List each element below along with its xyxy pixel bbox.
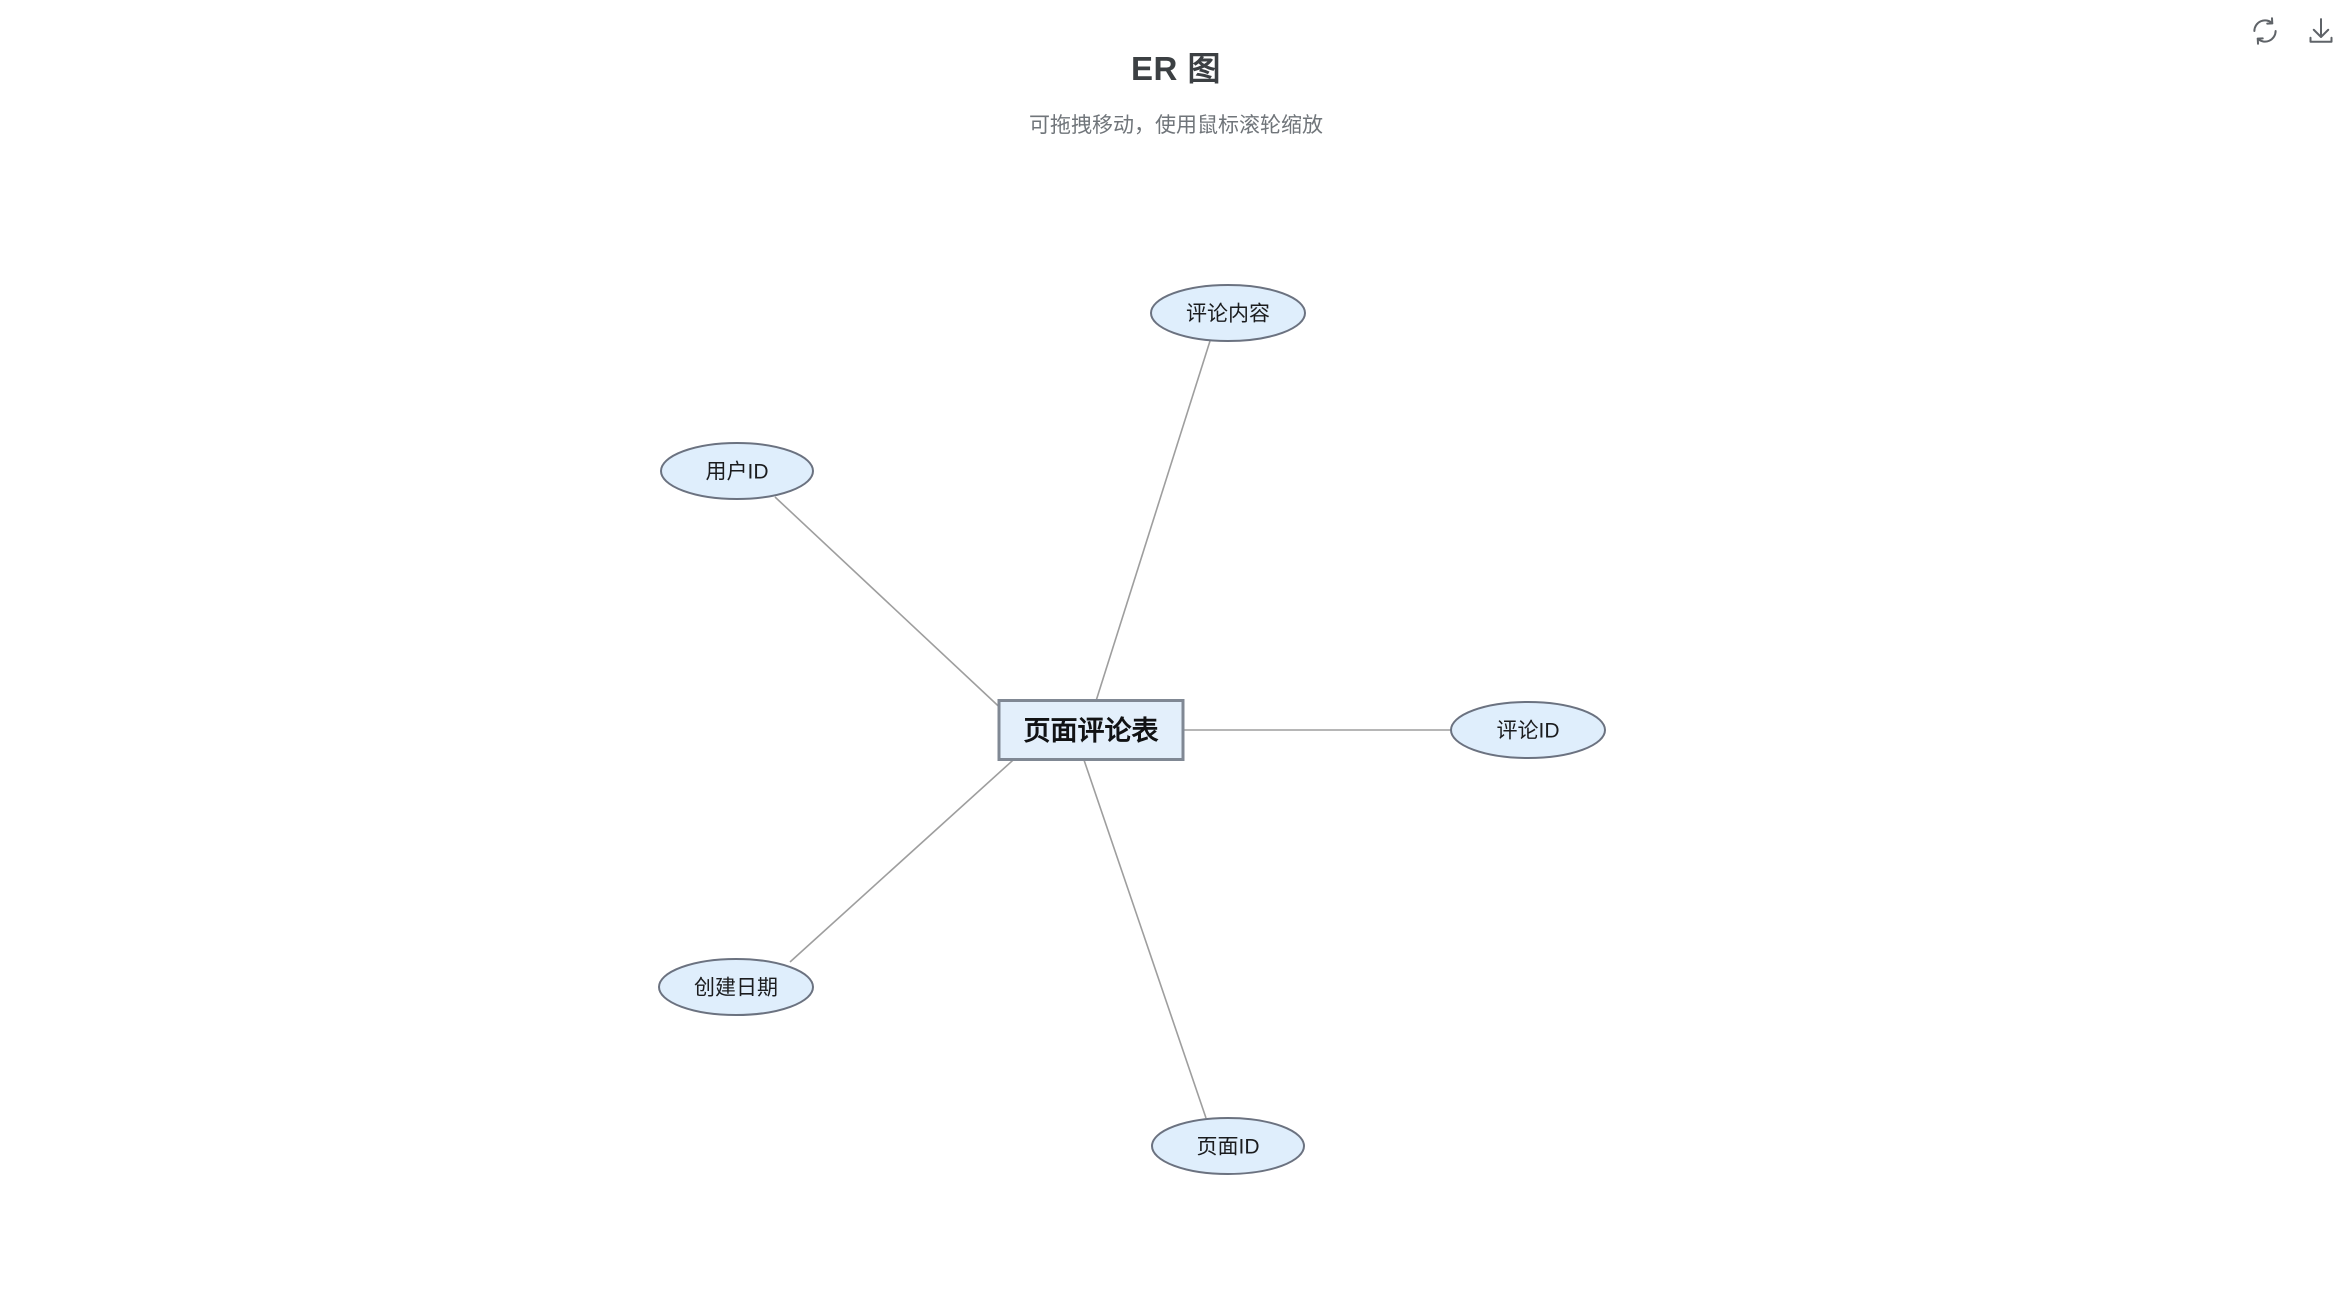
refresh-icon [2250, 16, 2280, 46]
attribute-ellipse[interactable] [1150, 284, 1306, 342]
edge-line [774, 496, 1010, 717]
attribute-label: 评论ID [1497, 720, 1560, 743]
attribute-node[interactable]: 用户ID [660, 442, 814, 500]
attribute-label: 创建日期 [694, 977, 778, 1000]
edge-line [789, 751, 1023, 963]
refresh-button[interactable] [2248, 14, 2282, 48]
attribute-ellipse[interactable] [1450, 701, 1606, 759]
download-icon [2306, 16, 2336, 46]
entity-label: 页面评论表 [1024, 716, 1159, 746]
attribute-node[interactable]: 页面ID [1151, 1117, 1305, 1175]
edges-layer [774, 340, 1452, 1119]
attribute-ellipse[interactable] [658, 958, 814, 1016]
attribute-label: 页面ID [1197, 1136, 1260, 1159]
edge-line [1083, 759, 1207, 1119]
edge-line [1095, 340, 1211, 702]
attribute-ellipse[interactable] [660, 442, 814, 500]
attribute-ellipse[interactable] [1151, 1117, 1305, 1175]
attribute-label: 用户ID [706, 461, 769, 484]
entity-node[interactable]: 页面评论表 [997, 699, 1185, 761]
attribute-node[interactable]: 创建日期 [658, 958, 814, 1016]
download-button[interactable] [2304, 14, 2338, 48]
attribute-node[interactable]: 评论ID [1450, 701, 1606, 759]
attribute-label: 评论内容 [1186, 303, 1270, 326]
entity-rect[interactable] [997, 699, 1185, 761]
attribute-node[interactable]: 评论内容 [1150, 284, 1306, 342]
toolbar [2248, 14, 2338, 48]
